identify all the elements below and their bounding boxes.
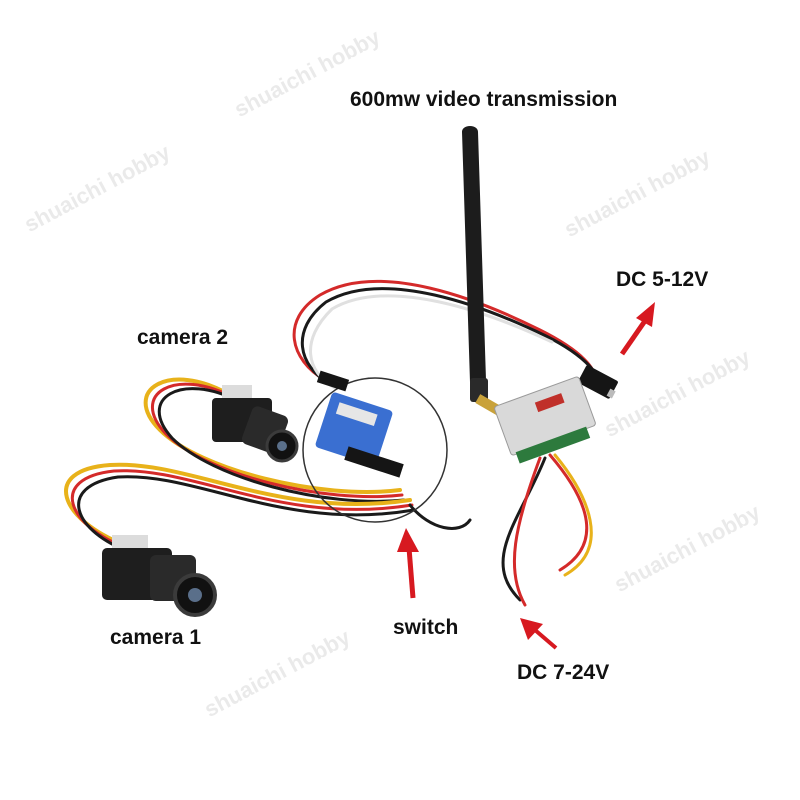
annotation-arrows: [397, 302, 655, 650]
camera-1: [102, 535, 217, 617]
arrow-switch: [397, 528, 419, 599]
dc-7-24v-label: DC 7-24V: [517, 661, 610, 684]
camera-wires: [64, 377, 416, 555]
transmitter-wires: [292, 279, 601, 607]
camera-2: [212, 385, 299, 463]
dc-5-12v-label: DC 5-12V: [616, 268, 709, 291]
video-transmitter: [494, 376, 596, 464]
switch-label: switch: [393, 616, 459, 639]
video-switch: [302, 370, 448, 523]
arrow-dc-high: [619, 302, 655, 356]
dc-connector: [578, 365, 618, 399]
transmitter-label: 600mw video transmission: [350, 88, 618, 111]
arrow-dc-low: [520, 618, 558, 650]
camera-1-label: camera 1: [110, 626, 202, 649]
camera-2-label: camera 2: [137, 326, 229, 349]
antenna: [462, 126, 503, 416]
